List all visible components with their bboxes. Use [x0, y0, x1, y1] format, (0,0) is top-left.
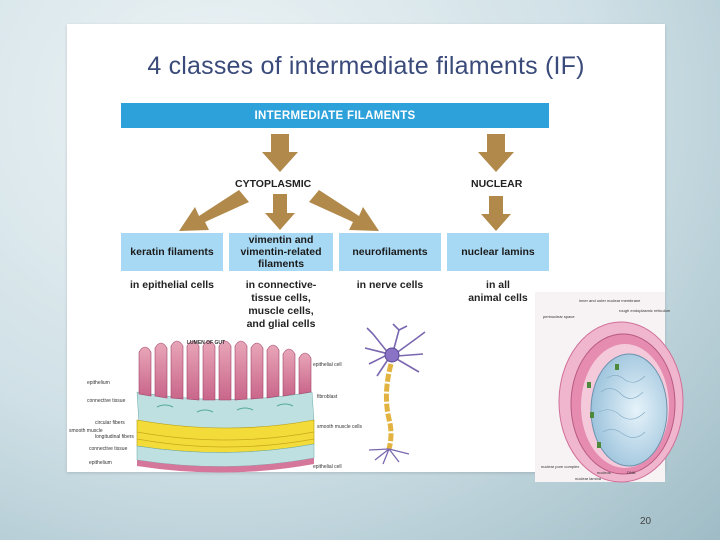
loc-nuclear-lamins: in all animal cells	[468, 279, 528, 304]
nuc-pore-label: nuclear pore complex	[541, 464, 579, 469]
loc-vimentin: in connective- tissue cells, muscle cell…	[245, 279, 317, 330]
nuc-nucleus-label: nucleus	[597, 470, 611, 475]
gut-epithelium-label: epithelium	[87, 380, 110, 386]
slide: 4 classes of intermediate filaments (IF)…	[67, 24, 684, 483]
box-neurofilaments: neurofilaments	[339, 233, 441, 271]
page-number: 20	[640, 516, 652, 527]
gut-smooth-muscle-label: smooth muscle	[69, 428, 103, 434]
gut-illustration: LUMEN OF GUT epithelium connective tissu…	[69, 340, 363, 473]
if-banner: INTERMEDIATE FILAMENTS	[121, 103, 549, 128]
gut-longitudinal-label: longitudinal fibers	[95, 434, 134, 440]
arrow-down-cyto	[262, 134, 298, 172]
gut-epithelial-cell-label: epithelial cell	[313, 362, 342, 368]
slide-title: 4 classes of intermediate filaments (IF)	[147, 52, 585, 80]
nuc-lamina-label: nuclear lamina	[575, 476, 602, 481]
nuc-dna-label: DNA	[627, 470, 636, 475]
gut-fibroblast-label: fibroblast	[317, 394, 338, 400]
box-nuclear-lamins: nuclear lamins	[447, 233, 549, 271]
gut-epithelial-cell2-label: epithelial cell	[313, 464, 342, 470]
arrow-down-vimentin	[265, 194, 295, 230]
arrow-diag-neuro	[309, 190, 379, 231]
loc-neurofilaments: in nerve cells	[356, 279, 424, 291]
box-keratin: keratin filaments	[121, 233, 223, 271]
gut-smooth-muscle-cells-label: smooth muscle cells	[317, 424, 363, 430]
arrow-down-nuclear	[478, 134, 514, 172]
gut-epithelium2-label: epithelium	[89, 460, 112, 466]
arrow-down-lamins	[481, 196, 511, 231]
nuc-perinuclear-label: perinuclear space	[543, 314, 575, 319]
nuc-rough-er-label: rough endoplasmic reticulum	[619, 308, 671, 313]
arrow-diag-keratin	[179, 190, 249, 231]
label-nuclear: NUCLEAR	[471, 178, 523, 190]
neuron-illustration	[364, 323, 426, 465]
loc-keratin: in epithelial cells	[129, 279, 215, 291]
box-vimentin: vimentin and vimentin-related filaments	[229, 233, 333, 271]
nucleus-illustration: inner and outer nuclear membrane rough e…	[535, 292, 684, 483]
nuc-inner-outer-label: inner and outer nuclear membrane	[579, 298, 641, 303]
gut-lumen-label: LUMEN OF GUT	[187, 340, 225, 346]
label-cytoplasmic: CYTOPLASMIC	[235, 178, 312, 190]
gut-circular-label: circular fibers	[95, 420, 125, 426]
arrows-diagram	[179, 134, 514, 231]
gut-connective2-label: connective tissue	[89, 446, 128, 452]
gut-connective-label: connective tissue	[87, 398, 126, 404]
